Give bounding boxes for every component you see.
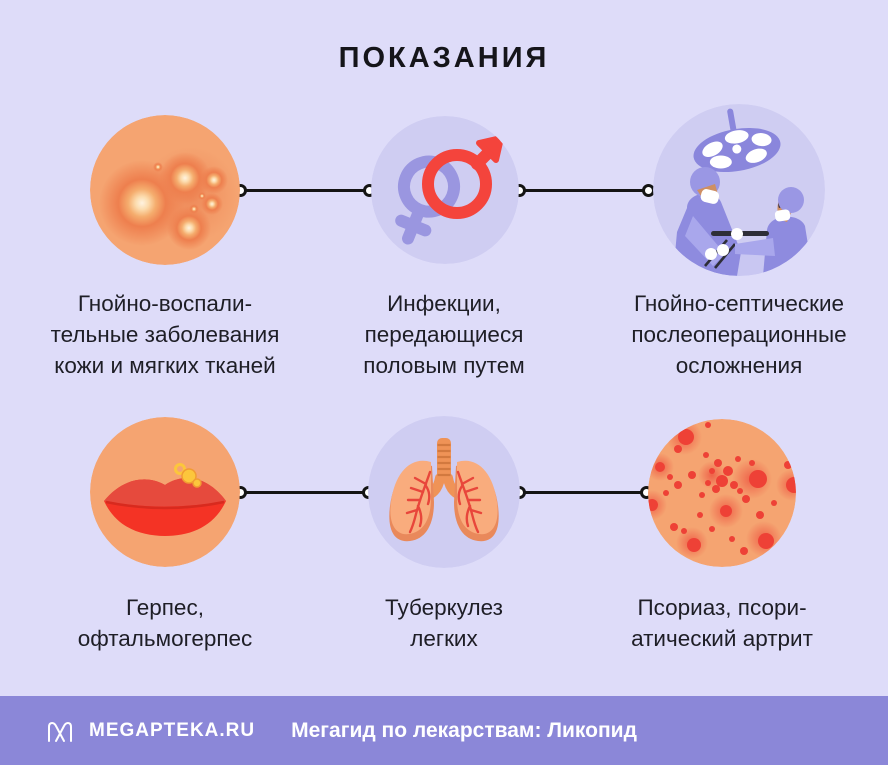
caption-postop: Гнойно-септические послеоперационные осл… <box>631 291 847 378</box>
caption-herpes: Герпес, офтальмогерпес <box>77 595 253 651</box>
skin-inflammation-icon <box>90 115 240 265</box>
footer-tagline: Мегагид по лекарствам: Ликопид <box>291 718 637 742</box>
gender-symbols-icon <box>371 116 519 264</box>
lips-herpes-icon <box>90 417 240 567</box>
connector-line <box>240 188 369 192</box>
page-title: ПОКАЗАНИЯ <box>338 42 550 74</box>
caption-tuberculosis: Туберкулез легких <box>385 595 503 651</box>
caption-sti: Инфекции, передающиеся половым путем <box>363 291 525 378</box>
caption-psoriasis: Псориаз, псори- атический артрит <box>631 595 813 651</box>
footer-brand: MEGAPTEKA.RU <box>89 719 256 741</box>
lungs-icon <box>368 416 520 568</box>
psoriasis-skin-icon <box>648 419 796 567</box>
connector-line <box>519 490 646 494</box>
caption-skin-diseases: Гнойно-воспали- тельные заболевания кожи… <box>50 291 280 378</box>
surgery-icon <box>653 104 825 276</box>
footer-bar: MEGAPTEKA.RU Мегагид по лекарствам: Лико… <box>0 696 888 765</box>
connector-line <box>240 490 368 494</box>
megapteka-logo-icon <box>48 721 72 742</box>
connector-line <box>519 188 648 192</box>
